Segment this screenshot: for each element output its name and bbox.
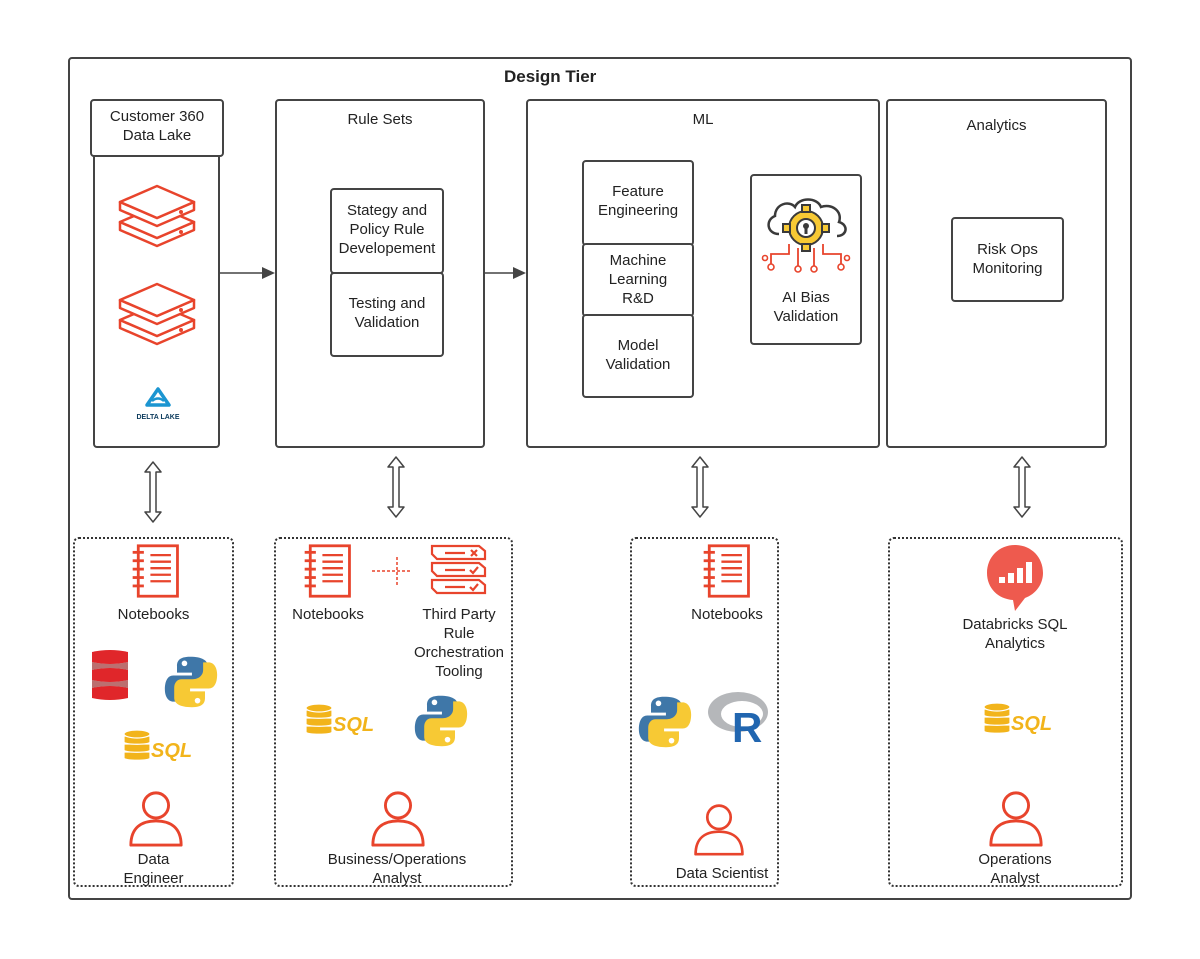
ml-box-rnd-label: Machine Learning R&D (608, 252, 668, 307)
operations-sql-text: SQL (1011, 713, 1052, 735)
analytics-box-riskops-label: Risk Ops Monitoring (972, 241, 1043, 277)
notebook-icon (128, 543, 184, 599)
persona-analyst-box (274, 537, 513, 887)
python-icon (163, 654, 219, 710)
operations-role-label: Operations Analyst (978, 851, 1052, 887)
delta-lake-text: DELTA LAKE (136, 414, 180, 421)
bidirectional-arrow-engineer (143, 460, 163, 524)
ml-box-rnd (582, 243, 694, 317)
engineer-role-label: Data Engineer (123, 851, 184, 887)
analyst-role-label: Business/Operations Analyst (327, 851, 467, 887)
user-icon (986, 789, 1046, 847)
rulesets-box-strategy-label: Stategy and Policy Rule Developement (338, 202, 436, 257)
ai-bias-box (750, 174, 862, 345)
sql-icon: SQL (983, 702, 1052, 735)
ai-gear-cloud-icon (761, 198, 851, 273)
plus-connector-icon (372, 557, 412, 585)
database-server-icon (117, 180, 197, 250)
analytics-header: Analytics (966, 117, 1027, 134)
ml-box-feature-label: Feature Engineering (597, 183, 679, 219)
persona-scientist-box (630, 537, 779, 887)
user-icon (126, 789, 186, 847)
flow-arrow-datalake-to-rulesets (220, 267, 275, 279)
notebook-icon (699, 543, 755, 599)
ml-box-model (582, 314, 694, 398)
sql-icon: SQL (305, 703, 374, 736)
scientist-notebooks-label: Notebooks (691, 606, 763, 623)
user-icon (692, 802, 746, 856)
delta-lake-logo-icon (145, 387, 171, 407)
analyst-sql-text: SQL (333, 714, 374, 736)
rulesets-box-testing (330, 272, 444, 357)
python-icon (413, 693, 469, 749)
checklist-icon (430, 544, 487, 595)
analyst-notebooks-label: Notebooks (292, 606, 364, 623)
python-icon (637, 694, 693, 750)
rulesets-header: Rule Sets (347, 111, 413, 128)
ai-bias-label: AI Bias Validation (773, 289, 839, 325)
database-server-icon (117, 278, 197, 348)
operations-sql-analytics-label: Databricks SQL Analytics (962, 616, 1068, 652)
datalake-header-box (90, 99, 224, 157)
bidirectional-arrow-scientist (690, 455, 710, 519)
user-icon (368, 789, 428, 847)
r-logo-letter: R (732, 704, 762, 751)
r-logo-icon: R (708, 692, 768, 751)
scientist-role-label: Data Scientist (675, 865, 769, 882)
scala-icon (92, 650, 128, 700)
sql-analytics-icon (987, 545, 1043, 611)
flow-arrow-rulesets-to-ml (485, 267, 526, 279)
rulesets-box-testing-label: Testing and Validation (348, 295, 426, 331)
engineer-sql-text: SQL (151, 740, 192, 762)
sql-icon: SQL (123, 729, 192, 762)
persona-engineer-box (73, 537, 234, 887)
diagram-title: Design Tier (504, 67, 597, 86)
analytics-box-riskops (951, 217, 1064, 302)
bidirectional-arrow-operations (1012, 455, 1032, 519)
analyst-tooling-label: Third Party Rule Orchestration Tooling (413, 606, 505, 680)
persona-operations-box (888, 537, 1123, 887)
datalake-header-label: Customer 360 Data Lake (109, 108, 205, 144)
ml-box-model-label: Model Validation (605, 337, 671, 373)
ml-header: ML (692, 111, 714, 128)
engineer-notebooks-label: Notebooks (117, 606, 190, 623)
ml-box-feature (582, 160, 694, 246)
bidirectional-arrow-analyst (386, 455, 406, 519)
notebook-icon (300, 543, 356, 599)
